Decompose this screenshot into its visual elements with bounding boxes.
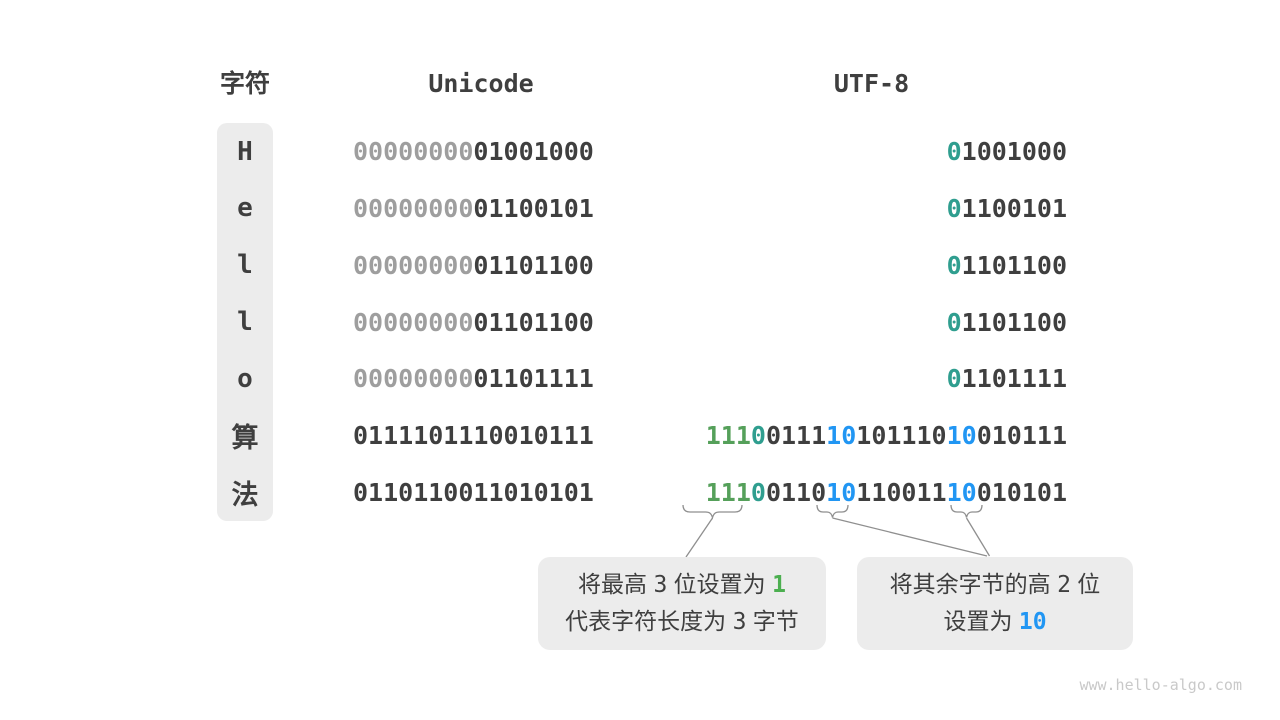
bit-segment: 设置为: [943, 608, 1019, 634]
unicode-bits: 00000000 01001000: [353, 123, 594, 180]
character-cell: l: [237, 307, 253, 338]
bit-segment: 01100101: [473, 193, 594, 223]
character-cell: 算: [231, 423, 259, 454]
bit-segment: 1101100: [961, 307, 1067, 337]
unicode-bits: 00000000 01100101: [353, 180, 594, 237]
bit-segment: 0: [750, 421, 766, 451]
bit-segment: 1: [772, 572, 786, 598]
bit-segment: 3: [653, 572, 668, 598]
bit-segment: 00000000: [353, 364, 474, 394]
character-cell: H: [237, 136, 253, 167]
bit-segment: 110011: [856, 478, 947, 508]
line-to-left-callout: [685, 517, 714, 558]
bit-segment: 00000000: [353, 137, 474, 166]
bit-segment: 01101100: [473, 250, 594, 280]
bit-segment: 将最高: [578, 571, 654, 597]
bit-segment: 10010111: [473, 421, 594, 451]
bit-segment: 11010101: [473, 478, 594, 508]
bit-segment: 01101111: [473, 364, 594, 394]
bit-segment: 2: [1057, 572, 1071, 598]
character-cell: l: [237, 250, 253, 281]
bit-segment: 0: [946, 307, 962, 337]
bit-segment: 将其余字节的高: [889, 571, 1058, 597]
watermark: www.hello-algo.com: [1079, 676, 1242, 694]
bit-segment: 0: [946, 193, 962, 223]
bit-segment: 01111011: [353, 421, 474, 451]
bit-segment: 111: [705, 478, 751, 508]
bit-segment: 3: [732, 609, 747, 635]
bit-segment: 0111: [765, 421, 827, 451]
bit-segment: 101110: [856, 421, 947, 451]
bit-segment: 0: [946, 137, 962, 166]
bit-segment: 1101111: [961, 364, 1067, 394]
character-column-background: [217, 123, 273, 521]
bit-segment: 00000000: [353, 250, 474, 280]
bit-segment: 1100101: [961, 193, 1067, 223]
character-cell: e: [237, 193, 253, 224]
line-byte2-to-right-callout: [832, 517, 988, 557]
bit-segment: 010111: [976, 421, 1067, 451]
bit-segment: 01001000: [473, 137, 594, 166]
bit-segment: 10: [826, 421, 857, 451]
callout-text-line: 设置为 10: [943, 605, 1046, 639]
callout-text-line: 代表字符长度为 3 字节: [565, 605, 799, 639]
unicode-bits: 01101100 11010101: [353, 464, 594, 521]
bit-segment: 位设置为: [667, 571, 773, 597]
bit-segment: 00000000: [353, 193, 474, 223]
bit-segment: 01101100: [473, 307, 594, 337]
bit-segment: 0: [946, 250, 962, 280]
bit-segment: 010101: [976, 478, 1067, 508]
unicode-bits: 00000000 01101100: [353, 237, 594, 294]
bit-segment: 01101100: [353, 478, 474, 508]
bit-segment: 0110: [765, 478, 827, 508]
bit-segment: 10: [826, 478, 857, 508]
bit-segment: 位: [1070, 571, 1101, 597]
bit-segment: 0: [750, 478, 766, 508]
bit-segment: 1001000: [961, 137, 1067, 166]
callout-text-line: 将其余字节的高 2 位: [890, 568, 1101, 602]
character-cell: o: [237, 363, 253, 394]
column-header-unicode: Unicode: [428, 69, 534, 98]
unicode-bits: 01111011 10010111: [353, 407, 594, 464]
line-byte3-to-right-callout: [965, 517, 991, 557]
bit-segment: 00000000: [353, 307, 474, 337]
unicode-bits: 00000000 01101111: [353, 350, 594, 407]
bit-segment: 代表字符长度为: [565, 608, 733, 634]
bit-segment: 10: [946, 421, 977, 451]
character-cell: 法: [231, 480, 259, 511]
column-header-character: 字符: [219, 70, 270, 98]
callout-text-line: 将最高 3 位设置为 1: [578, 568, 786, 602]
unicode-bits: 00000000 01101100: [353, 294, 594, 351]
bit-segment: 字节: [746, 608, 799, 634]
bit-segment: 10: [946, 478, 977, 508]
bit-segment: 0: [946, 364, 962, 394]
bit-segment: 111: [705, 421, 751, 451]
callout-continuation-byte-rule: 将其余字节的高 2 位设置为 10: [857, 557, 1133, 650]
bit-segment: 10: [1018, 609, 1047, 635]
bit-segment: 1101100: [961, 250, 1067, 280]
column-header-utf8: UTF-8: [833, 69, 910, 98]
